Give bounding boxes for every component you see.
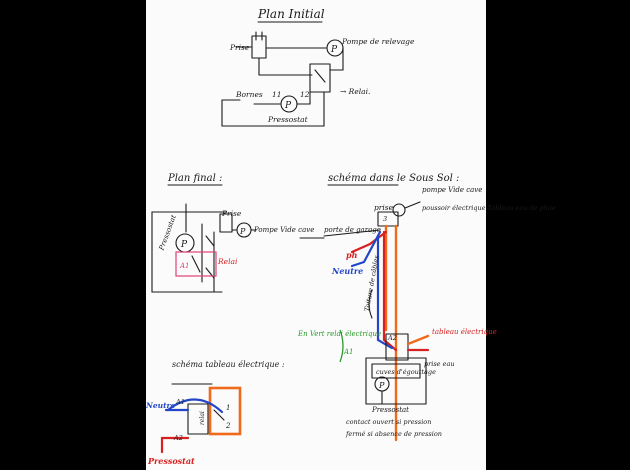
a2-label: A2 <box>173 434 183 442</box>
a1-label: A1 <box>343 348 354 356</box>
terminal-1-label: 1 <box>226 404 230 412</box>
prise-label: Prise <box>229 43 250 52</box>
pompe-label: pompe Vide cave <box>422 186 482 194</box>
svg-text:P: P <box>180 240 188 250</box>
plan-final-title: Plan final : <box>167 173 222 184</box>
plan-final-circuit: P P A1 <box>151 203 257 293</box>
relay-box <box>175 251 217 277</box>
pressostat-label: Pressostat <box>371 406 409 414</box>
borne-12-label: 12 <box>300 90 310 99</box>
relai-label: → Relai. <box>340 87 370 96</box>
bornes-label: Bornes <box>235 90 263 99</box>
sous-sol-wiring: P <box>299 201 430 442</box>
svg-text:P: P <box>378 381 385 390</box>
cuves-label: cuves d'égouttage <box>376 368 436 376</box>
svg-text:A1: A1 <box>179 262 190 270</box>
a2-label: A2 <box>387 334 397 342</box>
plan-initial-circuit: P P <box>221 31 344 127</box>
svg-text:P: P <box>330 45 338 55</box>
relai-label: relai <box>199 411 206 425</box>
relay-symbol <box>309 63 331 93</box>
note-closed: fermé si absence de pression <box>345 430 442 438</box>
prise-label: Prise <box>221 209 242 218</box>
breaker-box <box>208 386 242 436</box>
neutre-label: Neutre <box>145 401 175 410</box>
pressostat-label: Pressostat <box>157 214 178 253</box>
tableau-wiring <box>160 386 242 454</box>
relay-box <box>385 333 409 361</box>
svg-text:P: P <box>239 227 246 236</box>
relay-symbol <box>187 403 209 435</box>
prise-label: prise <box>374 203 394 212</box>
a1-label: A1 <box>175 398 185 406</box>
phase-label: ph <box>346 250 358 260</box>
pump-symbol <box>392 203 406 217</box>
prise-eau-label: prise eau <box>424 360 455 368</box>
note-open: contact ouvert si pression <box>346 418 431 426</box>
porte-label: porte de garage <box>324 226 381 234</box>
poussoir-label: poussoir électrique Tableau eau de pluie <box>422 204 556 212</box>
pressostat-label: Pressostat <box>267 115 309 124</box>
tableau-title: schéma tableau électrique : <box>172 360 285 369</box>
svg-text:P: P <box>284 101 292 111</box>
prise-symbol <box>377 211 399 227</box>
socket-symbol <box>251 35 267 59</box>
terminal-2-label: 2 <box>225 422 231 430</box>
en-vert-label: En Vert relai électrique <box>297 330 381 338</box>
notebook-page <box>146 0 486 470</box>
neutre-label: Neutre <box>331 266 363 276</box>
prise-number: 3 <box>383 215 387 223</box>
sous-sol-title: schéma dans le Sous Sol : <box>328 173 459 184</box>
cuves-box <box>365 357 427 405</box>
socket-symbol <box>219 213 233 233</box>
relai-label: Relai <box>217 257 238 266</box>
pressostat-label: Pressostat <box>147 456 195 466</box>
tableau-label: tableau électrique <box>432 328 497 336</box>
plan-initial-title: Plan Initial <box>257 7 325 21</box>
borne-11-label: 11 <box>272 90 282 99</box>
pompe-label: Pompe de relevage <box>341 37 415 46</box>
pompe-label: Pompe Vide cave <box>253 226 314 234</box>
